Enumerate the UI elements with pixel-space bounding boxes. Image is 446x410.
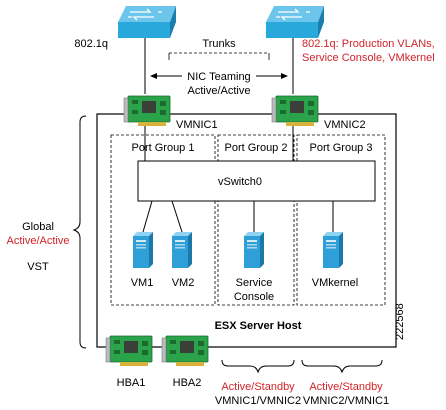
port-group-3-box [296, 134, 386, 306]
server-tower-icon-vmkernel [323, 232, 343, 268]
label-standby-left-2: VMNIC1/VMNIC2 [215, 395, 301, 407]
label-nic-teaming-mode: Active/Active [188, 85, 251, 97]
left-brace [72, 115, 87, 349]
host-bus-adapter-icon-hba1 [105, 335, 153, 367]
label-standby-right-2: VMNIC2/VMNIC1 [303, 395, 389, 407]
label-vmnic2: VMNIC2 [324, 119, 366, 131]
label-vmnic1: VMNIC1 [176, 119, 218, 131]
label-service-console-2: Console [234, 291, 274, 303]
port-group-2-box [217, 134, 295, 306]
host-bus-adapter-icon-hba2 [161, 335, 209, 367]
label-port-group-3: Port Group 3 [310, 142, 373, 154]
standby-brace-right [301, 359, 383, 374]
label-vst: VST [27, 261, 49, 273]
server-tower-icon-vm1 [133, 232, 153, 268]
label-vm1: VM1 [131, 277, 154, 289]
vm1-link [142, 200, 153, 233]
label-left-switch: 802.1q [74, 38, 108, 50]
server-tower-icon-service-console [244, 232, 264, 268]
standby-brace-left [221, 359, 295, 374]
label-hba1: HBA1 [117, 377, 146, 389]
network-card-icon-vmnic1 [123, 95, 171, 127]
network-switch-icon-left [117, 5, 177, 39]
esx-host-box [96, 113, 397, 348]
label-standby-left-1: Active/Standby [221, 381, 295, 393]
label-vm2: VM2 [172, 277, 195, 289]
label-trunks: Trunks [202, 38, 236, 50]
vm2-link [171, 200, 183, 233]
label-right-switch-2: Service Console, VMkernel [302, 52, 435, 64]
server-tower-icon-vm2 [172, 232, 192, 268]
network-switch-icon-right [265, 5, 325, 39]
label-standby-right-1: Active/Standby [309, 381, 383, 393]
label-nic-teaming: NIC Teaming [187, 71, 250, 83]
teaming-arrow-left-head [150, 73, 157, 79]
label-esx-host: ESX Server Host [215, 320, 302, 332]
label-port-group-2: Port Group 2 [225, 142, 288, 154]
label-global: Global [22, 221, 54, 233]
label-vswitch: vSwitch0 [218, 176, 262, 188]
label-figure-id: 222568 [394, 303, 406, 340]
teaming-arrow-right-head [281, 73, 288, 79]
label-service-console-1: Service [236, 277, 273, 289]
label-global-mode: Active/Active [7, 235, 70, 247]
label-right-switch-1: 802.1q: Production VLANs, [302, 38, 435, 50]
network-card-icon-vmnic2 [271, 95, 319, 127]
label-hba2: HBA2 [173, 377, 202, 389]
label-vmkernel: VMkernel [312, 277, 358, 289]
vswitch-box [137, 160, 376, 202]
port-group-1-box [110, 134, 216, 306]
label-port-group-1: Port Group 1 [132, 142, 195, 154]
